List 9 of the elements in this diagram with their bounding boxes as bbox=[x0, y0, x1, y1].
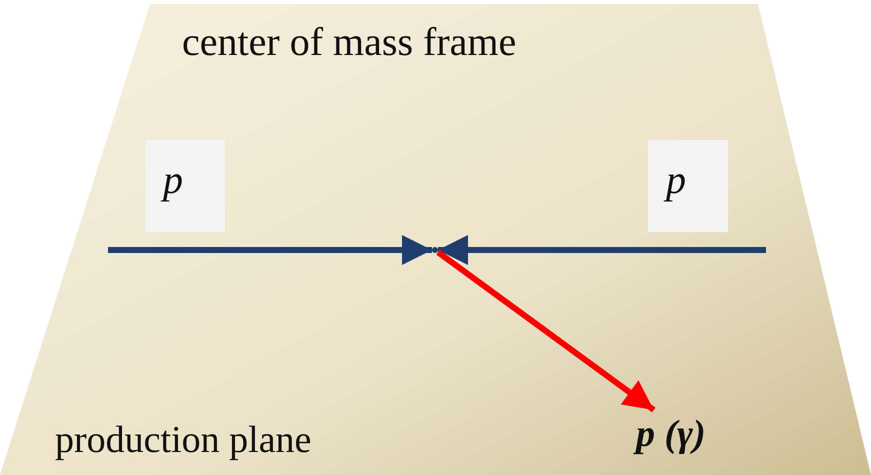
momentum-label-box bbox=[145, 140, 225, 232]
momentum-symbol: p bbox=[666, 156, 686, 203]
arrow bbox=[438, 235, 766, 265]
arrow bbox=[108, 235, 432, 265]
momentum-label-box bbox=[648, 140, 728, 232]
plane-label: production plane bbox=[55, 418, 312, 462]
momentum-symbol: p bbox=[163, 156, 183, 203]
frame-title: center of mass frame bbox=[182, 18, 516, 65]
arrow bbox=[436, 250, 656, 412]
